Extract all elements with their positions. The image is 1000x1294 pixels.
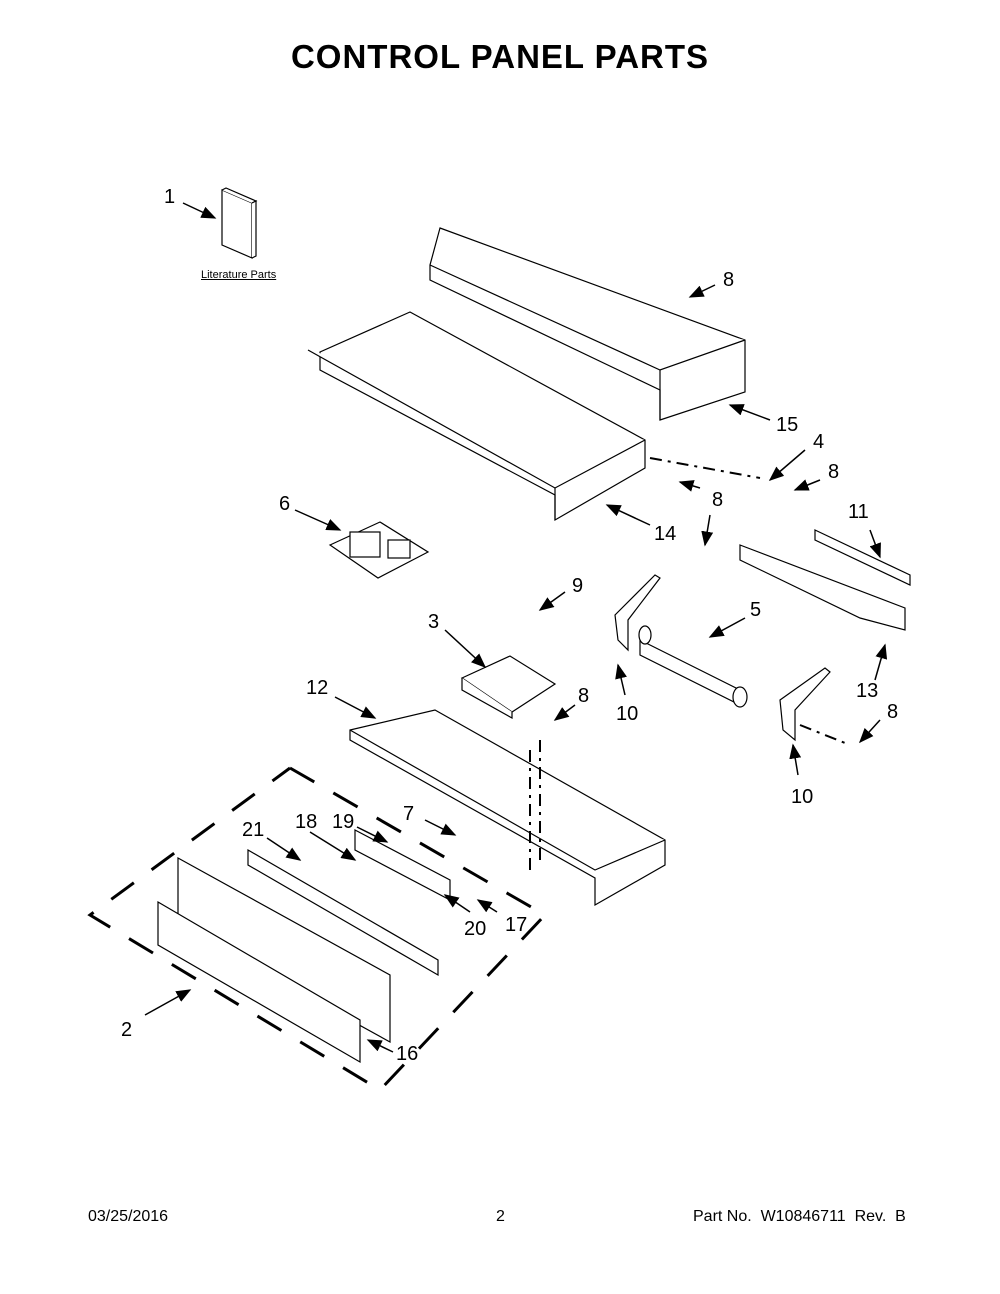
callout-21: 21 [242, 819, 265, 841]
callout-7: 7 [403, 803, 415, 825]
callout-10b: 10 [791, 786, 814, 808]
callout-8a: 8 [723, 269, 735, 291]
callout-19: 19 [332, 811, 355, 833]
callout-5: 5 [750, 599, 762, 621]
part-13-bracket [739, 544, 906, 631]
footer-part-number: Part No. W10846711 Rev. B [693, 1208, 906, 1225]
part-12-panel [349, 709, 666, 907]
footer-date: 03/25/2016 [88, 1208, 169, 1225]
part-2-console [177, 856, 391, 1044]
callout-13: 13 [856, 680, 879, 702]
part-10a-bracket [614, 574, 661, 652]
callout-8f: 8 [887, 701, 899, 723]
part-18-board [354, 829, 451, 901]
callout-11: 11 [848, 501, 869, 523]
part-6-relay-board [328, 521, 430, 579]
callout-2: 2 [121, 1019, 133, 1041]
callout-18: 18 [295, 811, 318, 833]
callout-6: 6 [279, 493, 291, 515]
footer-page-number: 2 [496, 1208, 505, 1225]
page-title: CONTROL PANEL PARTS [290, 38, 710, 75]
part-11-strip [814, 529, 911, 586]
part-21-board [247, 848, 439, 977]
callout-16: 16 [396, 1043, 419, 1065]
literature-parts-label: Literature Parts [201, 269, 277, 281]
part-3-board [460, 655, 557, 720]
part-16-glass [157, 900, 361, 1064]
callout-9: 9 [572, 575, 584, 597]
callout-4: 4 [813, 431, 825, 453]
part-14-panel [307, 311, 646, 522]
callout-8e: 8 [578, 685, 590, 707]
callout-14: 14 [654, 523, 677, 545]
callout-15: 15 [776, 414, 799, 436]
assembly-dashed-outline [87, 766, 548, 1092]
part-10b-bracket [779, 667, 831, 742]
callout-8b: 8 [828, 461, 840, 483]
callout-17: 17 [505, 914, 528, 936]
part-5-fan [638, 625, 748, 708]
callout-3: 3 [428, 611, 440, 633]
literature-book-icon [221, 187, 258, 259]
callout-20: 20 [464, 918, 487, 940]
callout-1: 1 [164, 186, 176, 208]
callout-8c: 8 [712, 489, 724, 511]
callout-12: 12 [306, 677, 329, 699]
callout-10a: 10 [616, 703, 639, 725]
part-15-top-panel [429, 227, 746, 421]
